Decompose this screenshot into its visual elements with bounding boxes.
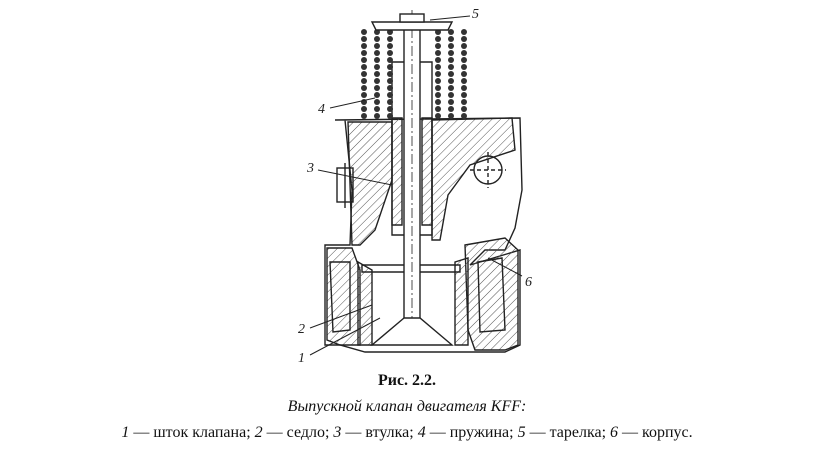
spring-coil xyxy=(361,64,367,70)
spring-coil xyxy=(461,106,467,112)
spring-coil xyxy=(387,36,393,42)
spring-coil xyxy=(374,78,380,84)
legend-item-4: 4 — пружина; xyxy=(417,424,514,441)
spring-coil xyxy=(387,85,393,91)
spring-coil xyxy=(435,78,441,84)
spring-coil xyxy=(461,78,467,84)
spring-coil xyxy=(435,71,441,77)
figure-subtitle: Выпускной клапан двигателя KFF: xyxy=(287,398,527,415)
spring-coil xyxy=(374,92,380,98)
spring-coil xyxy=(461,85,467,91)
valve-spring xyxy=(361,29,467,119)
spring-coil xyxy=(435,43,441,49)
figure-legend: 1 — шток клапана; 2 — седло; 3 — втулка;… xyxy=(0,424,814,442)
callout-1: 1 xyxy=(298,351,305,366)
spring-coil xyxy=(448,36,454,42)
spring-coil xyxy=(374,71,380,77)
spring-coil xyxy=(448,71,454,77)
spring-coil xyxy=(387,106,393,112)
legend-item-1: 1 — шток клапана; xyxy=(121,424,251,441)
spring-coil xyxy=(435,64,441,70)
spring-coil xyxy=(448,85,454,91)
spring-coil xyxy=(435,57,441,63)
spring-coil xyxy=(387,43,393,49)
spring-coil xyxy=(435,99,441,105)
spring-coil xyxy=(448,64,454,70)
spring-coil xyxy=(448,92,454,98)
spring-coil xyxy=(387,78,393,84)
spring-coil xyxy=(374,64,380,70)
spring-coil xyxy=(374,106,380,112)
spring-coil xyxy=(461,92,467,98)
legend-item-5: 5 — тарелка; xyxy=(517,424,607,441)
spring-coil xyxy=(435,50,441,56)
spring-coil xyxy=(448,57,454,63)
spring-coil xyxy=(387,92,393,98)
spring-coil xyxy=(461,99,467,105)
spring-coil xyxy=(435,85,441,91)
valve-drawing: 1 2 3 4 5 6 xyxy=(298,7,532,366)
spring-coil xyxy=(435,113,441,119)
spring-coil xyxy=(374,113,380,119)
legend-item-6: 6 — корпус. xyxy=(610,424,693,441)
spring-coil xyxy=(374,50,380,56)
spring-coil xyxy=(374,57,380,63)
spring-coil xyxy=(387,113,393,119)
spring-coil xyxy=(361,36,367,42)
spring-coil xyxy=(448,50,454,56)
spring-coil xyxy=(461,71,467,77)
spring-coil xyxy=(435,36,441,42)
callout-6: 6 xyxy=(525,275,532,290)
spring-coil xyxy=(387,50,393,56)
spring-plate xyxy=(370,13,454,31)
spring-coil xyxy=(448,106,454,112)
spring-coil xyxy=(435,92,441,98)
spring-coil xyxy=(461,57,467,63)
spring-coil xyxy=(448,29,454,35)
spring-coil xyxy=(374,36,380,42)
callout-3: 3 xyxy=(306,161,314,176)
spring-coil xyxy=(448,43,454,49)
spring-coil xyxy=(361,78,367,84)
spring-coil xyxy=(361,92,367,98)
figure-number: Рис. 2.2. xyxy=(377,372,437,389)
spring-coil xyxy=(361,113,367,119)
spring-coil xyxy=(448,78,454,84)
spring-coil xyxy=(387,57,393,63)
spring-coil xyxy=(387,71,393,77)
spring-coil xyxy=(361,50,367,56)
spring-coil xyxy=(374,43,380,49)
spring-coil xyxy=(361,106,367,112)
spring-coil xyxy=(461,50,467,56)
spring-coil xyxy=(361,29,367,35)
spring-coil xyxy=(435,106,441,112)
legend-item-2: 2 — седло; xyxy=(254,424,330,441)
spring-coil xyxy=(461,64,467,70)
spring-coil xyxy=(361,57,367,63)
spring-coil xyxy=(448,113,454,119)
spring-coil xyxy=(361,43,367,49)
spring-coil xyxy=(387,64,393,70)
leader-lines xyxy=(309,15,523,356)
valve-guide-bushing xyxy=(391,61,433,236)
callout-4: 4 xyxy=(318,102,325,117)
spring-coil xyxy=(461,29,467,35)
spring-coil xyxy=(387,99,393,105)
spring-coil xyxy=(361,71,367,77)
spring-coil xyxy=(461,36,467,42)
callout-5: 5 xyxy=(472,7,479,22)
spring-coil xyxy=(461,43,467,49)
spring-coil xyxy=(461,113,467,119)
legend-item-3: 3 — втулка; xyxy=(333,424,414,441)
callout-2: 2 xyxy=(298,322,305,337)
spring-coil xyxy=(361,85,367,91)
spring-coil xyxy=(448,99,454,105)
spring-coil xyxy=(374,85,380,91)
spring-coil xyxy=(374,99,380,105)
